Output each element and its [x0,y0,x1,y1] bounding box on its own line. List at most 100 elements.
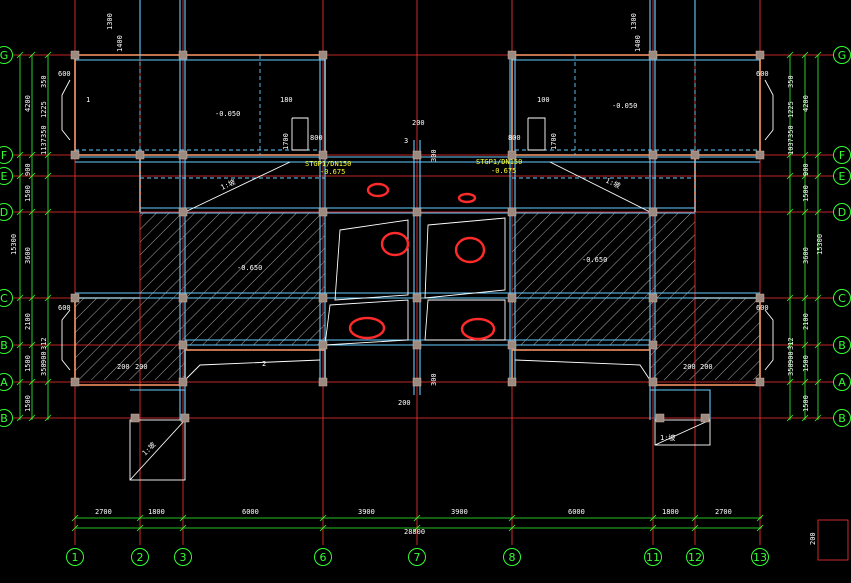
dimension-tick [16,414,24,422]
callout: 100 [537,96,550,104]
dimension-tick [71,524,79,532]
callout: 1700 [550,133,558,150]
axis-bubble-label: B [838,412,846,425]
structural-column [130,413,140,423]
dimension-tick [814,208,822,216]
left-dimensions: 4200 900 1500 3600 2100 1500 1500 15300 … [10,75,48,412]
dimension-tick [801,414,809,422]
structural-column [412,377,422,387]
axis-bubble-label: F [839,149,845,162]
structural-column [507,50,517,60]
section-mark: 1 [86,96,90,104]
callout: 200 [117,363,130,371]
elevation-label: -0.650 [582,256,607,264]
dimension-tick [801,172,809,180]
dimension-tick [44,414,52,422]
ramp-label: 1:坡 [140,440,157,457]
structural-column [318,293,328,303]
dim-row: 3600 [24,247,32,264]
dim-row: 1500 [24,185,32,202]
dimension-tick [814,51,822,59]
dim-detail: 312 [40,337,48,350]
columns [70,50,765,423]
dim-row: 2100 [802,313,810,330]
axis-bubble-label: D [838,206,846,219]
dim-row: 1500 [802,355,810,372]
right-dimensions: 4200 900 1500 3600 2100 1500 1500 15300 … [787,75,824,412]
dimension-tick [44,172,52,180]
section-mark: 3 [404,137,408,145]
dim-span: 6000 [568,508,585,516]
structural-column [700,413,710,423]
dimension-tick [16,294,24,302]
dimension-tick [28,151,36,159]
dim-row: 900 [802,163,810,176]
ramp-label: 1:坡 [660,433,675,442]
axis-bubble-label: A [838,376,846,389]
axis-bubble [751,548,769,566]
dim-total: 15300 [10,234,18,255]
structural-column [648,293,658,303]
callout: 200 [135,363,148,371]
dim-detail: 1225 [40,101,48,118]
structural-column [178,293,188,303]
structural-column [178,340,188,350]
dimension-tick [28,294,36,302]
dimension-tick [16,341,24,349]
structural-column [70,50,80,60]
axis-bubble-label: E [1,170,8,183]
grid-lines [0,0,851,545]
dim-row: 1500 [24,355,32,372]
ramp-label: 1:坡 [219,177,237,192]
dim-span: 6000 [242,508,259,516]
callout: 300 [430,373,438,386]
dim-row: 1500 [24,395,32,412]
axis-bubble-label: B [0,412,8,425]
elevation-label: -0.050 [215,110,240,118]
dimension-tick [786,172,794,180]
dimension-tick [814,414,822,422]
structural-column [648,377,658,387]
dim-total: 15300 [816,234,824,255]
axis-bubble-label: 1 [72,551,79,564]
axis-bubble [0,46,13,64]
axis-bubble [66,548,84,566]
dimension-tick [814,151,822,159]
axis-bubble [0,336,13,354]
dimension-tick [179,524,187,532]
dim-span: 3900 [358,508,375,516]
dimension-tick [44,151,52,159]
structural-column [507,293,517,303]
dimension-tick [44,341,52,349]
hatched-zones [75,212,760,380]
structural-column [135,150,145,160]
dim-detail: 312 [787,337,795,350]
dimension-tick [649,514,657,522]
elevation-label: -0.050 [612,102,637,110]
dim-row: 900 [24,163,32,176]
dimension-tick [801,378,809,386]
highlight-circle [454,236,486,264]
dimension-tick [756,524,764,532]
callout: 200 [683,363,696,371]
dashed-lines [75,55,760,212]
callout: 200 [412,119,425,127]
structural-column [648,207,658,217]
slab-sub: -0.675 [491,167,516,175]
axis-bubble [0,146,13,164]
bottom-dimensions: 2700 1800 6000 3900 3900 6000 1800 2700 … [95,508,732,536]
dimension-tick [814,341,822,349]
callout: 200 [700,363,713,371]
dimension-tick [28,341,36,349]
axis-bubble-label: B [0,339,8,352]
structural-column [412,293,422,303]
dim-detail: 1137 [40,138,48,155]
structural-column [318,150,328,160]
callout: 1700 [282,133,290,150]
axis-bubble [503,548,521,566]
structural-column [690,150,700,160]
callout: 600 [58,304,71,312]
callout: 180 [280,96,293,104]
dim-top: 1300 [106,13,114,30]
dimension-tick [508,524,516,532]
